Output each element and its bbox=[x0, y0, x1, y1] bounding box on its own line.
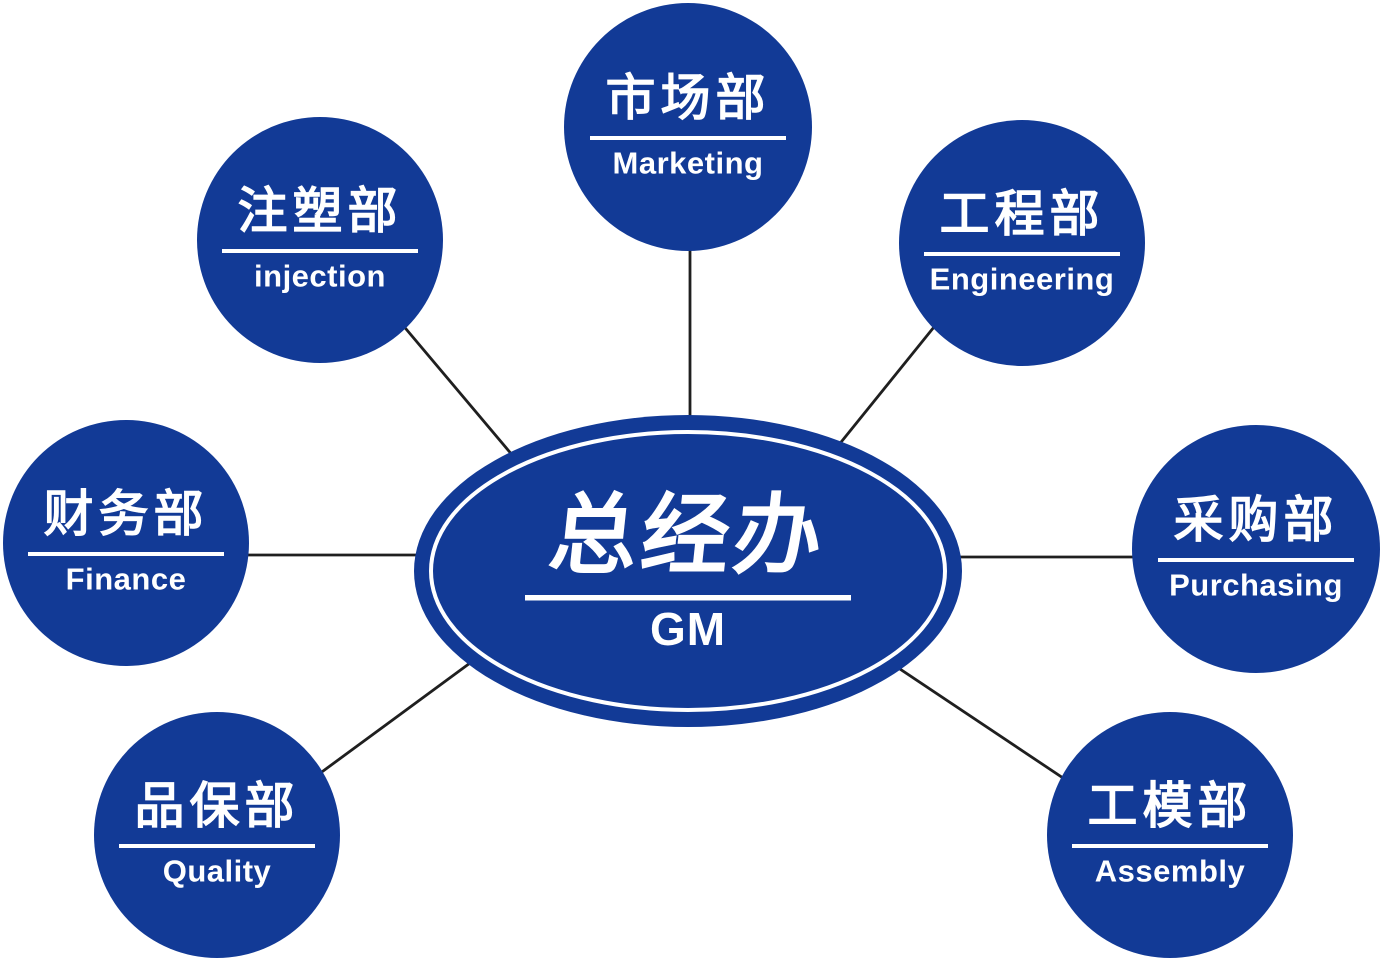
dept-divider-purchasing bbox=[1158, 558, 1354, 562]
gm-label-en: GM bbox=[650, 603, 726, 655]
dept-circle-assembly bbox=[1047, 712, 1293, 958]
dept-label-zh-injection: 注塑部 bbox=[238, 183, 403, 239]
dept-label-en-finance: Finance bbox=[66, 562, 187, 597]
dept-label-zh-marketing: 市场部 bbox=[606, 70, 771, 126]
dept-divider-injection bbox=[222, 249, 418, 253]
gm-ellipse bbox=[414, 415, 962, 727]
dept-label-en-quality: Quality bbox=[163, 854, 272, 889]
gm-divider bbox=[525, 595, 851, 601]
connector-assembly bbox=[869, 647, 1091, 798]
dept-label-zh-purchasing: 采购部 bbox=[1174, 492, 1339, 548]
dept-node-assembly: 工模部 Assembly bbox=[1047, 712, 1293, 958]
dept-divider-assembly bbox=[1072, 844, 1268, 848]
gm-inner-ring bbox=[429, 430, 947, 712]
dept-node-purchasing: 采购部 Purchasing bbox=[1132, 425, 1380, 673]
dept-circle-quality bbox=[94, 712, 340, 958]
dept-label-zh-assembly: 工模部 bbox=[1088, 778, 1253, 834]
dept-label-en-injection: injection bbox=[254, 259, 386, 294]
dept-divider-engineering bbox=[924, 252, 1120, 256]
gm-node: 总经办 GM bbox=[414, 415, 962, 727]
dept-circle-finance bbox=[3, 420, 249, 666]
dept-label-zh-finance: 财务部 bbox=[44, 486, 209, 542]
dept-label-zh-quality: 品保部 bbox=[135, 778, 300, 834]
dept-node-injection: 注塑部 injection bbox=[197, 117, 443, 363]
dept-circle-injection bbox=[197, 117, 443, 363]
dept-label-en-assembly: Assembly bbox=[1095, 854, 1246, 889]
dept-node-finance: 财务部 Finance bbox=[3, 420, 249, 666]
gm-label-zh: 总经办 bbox=[545, 486, 831, 585]
dept-label-en-marketing: Marketing bbox=[613, 146, 764, 181]
dept-node-marketing: 市场部 Marketing bbox=[564, 3, 812, 251]
dept-divider-quality bbox=[119, 844, 315, 848]
dept-label-en-purchasing: Purchasing bbox=[1169, 568, 1343, 603]
dept-circle-marketing bbox=[564, 3, 812, 251]
dept-divider-marketing bbox=[590, 136, 786, 140]
dept-divider-finance bbox=[28, 552, 224, 556]
connector-quality bbox=[299, 639, 501, 790]
dept-circle-engineering bbox=[899, 120, 1145, 366]
dept-node-quality: 品保部 Quality bbox=[94, 712, 340, 958]
dept-node-engineering: 工程部 Engineering bbox=[899, 120, 1145, 366]
dept-label-zh-engineering: 工程部 bbox=[940, 186, 1105, 242]
dept-circle-purchasing bbox=[1132, 425, 1380, 673]
dept-label-en-engineering: Engineering bbox=[930, 262, 1115, 297]
